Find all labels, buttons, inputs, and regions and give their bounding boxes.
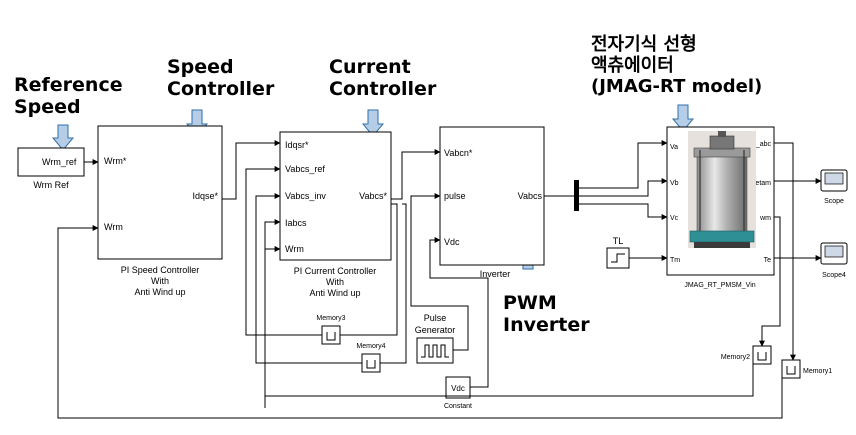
pmsm-in-vb: Vb [670,180,679,187]
speed-ctrl-in-wrm: Wrm [104,222,123,232]
signal-lines [57,140,822,419]
actuator-photo [688,131,756,248]
wire-iabcs [264,219,754,397]
wire-bus-to-vc [579,203,668,220]
current-ctrl-label-3: Anti Wind up [309,288,360,298]
inverter-label: Inverter [480,269,511,279]
pwm-inverter-annotation: PWM Inverter [503,292,590,336]
current-ctrl-label-2: With [326,277,344,287]
current-ctrl-in-idqsr: Idqsr* [285,140,309,150]
block-memory4[interactable]: Memory4 [356,343,386,373]
reference-speed-line-2: Speed [14,96,81,118]
pmsm-in-tm: Tm [670,257,680,264]
memory2-label: Memory2 [721,354,750,361]
current-ctrl-out-vabcs: Vabcs* [359,191,387,201]
speed-ctrl-out-idqse: Idqse* [192,191,218,201]
block-current-controller[interactable]: Idqsr* Vabcs_ref Vabcs_inv Iabcs Wrm Vab… [279,131,392,298]
wire-vabcs-to-memory4 [380,203,407,364]
current-ctrl-in-iabcs: Iabcs [285,218,307,228]
block-pmsm[interactable]: Va Vb Vc Tm is_abc thetam wm Te JMAG_RT_… [666,126,775,289]
block-memory1[interactable]: Memory1 [781,359,832,379]
wire-isabc-out [774,142,796,361]
bus-bar [574,180,579,211]
block-tl[interactable]: TL [606,236,630,269]
current-controller-annotation: Current Controller [329,56,436,100]
speed-controller-line-1: Speed [167,56,234,78]
arrow-current-controller [361,109,385,137]
actuator-line-3: (JMAG-RT model) [591,76,763,97]
block-inverter[interactable]: Vabcn* pulse Vdc Vabcs Inverter [439,126,545,279]
inverter-out-vabcs: Vabcs [518,191,543,201]
block-memory2[interactable]: Memory2 [721,345,772,365]
arrow-actuator [671,104,695,132]
pmsm-label: JMAG_RT_PMSM_Vin [684,282,755,289]
wrm-ref-port: Wrm_ref [42,157,77,167]
block-memory3[interactable]: Memory3 [316,315,346,345]
wire-pulse [410,193,469,351]
constant-value: Vdc [451,384,465,393]
wire-wm-out [759,216,781,347]
wire-memory4 [255,193,362,364]
actuator-annotation: 전자기식 선형 액츄에이터 (JMAG-RT model) [591,34,762,97]
block-pulse-generator[interactable]: Pulse Generator [415,313,456,364]
pwm-inverter-line-2: Inverter [503,314,590,336]
pmsm-out-wm: wm [759,215,771,222]
block-speed-controller[interactable]: Wrm* Wrm Idqse* PI Speed Controller With… [97,125,223,297]
memory4-label: Memory4 [356,343,385,350]
current-ctrl-in-vabcs-ref: Vabcs_ref [285,164,325,174]
scope4-label: Scope4 [822,272,846,279]
block-scope4[interactable]: Scope4 [820,242,848,279]
actuator-line-2: 액츄에이터 [591,55,674,76]
wire-idqse-to-current [222,140,281,200]
current-ctrl-in-wrm: Wrm [285,244,304,254]
speed-ctrl-label-1: PI Speed Controller [121,265,200,275]
speed-ctrl-label-3: Anti Wind up [134,287,185,297]
block-wrm-ref[interactable]: Wrm_ref Wrm Ref [17,147,85,190]
actuator-line-1: 전자기식 선형 [591,34,697,55]
pmsm-in-vc: Vc [670,215,679,222]
speed-controller-line-2: Controller [167,78,275,100]
wire-bus-to-vb [579,178,668,197]
wrm-ref-label: Wrm Ref [33,180,69,190]
tl-label: TL [613,236,624,246]
pmsm-out-te: Te [764,257,772,264]
reference-speed-line-1: Reference [14,74,123,96]
inverter-in-pulse: pulse [444,191,466,201]
speed-ctrl-label-2: With [151,276,169,286]
speed-controller-annotation: Speed Controller [167,56,274,100]
wire-memory3 [245,166,322,336]
pulse-gen-label-2: Generator [415,325,456,335]
pmsm-out-is-abc: is_abc [751,141,772,148]
wire-vdc [429,237,489,388]
speed-ctrl-in-wrm-star: Wrm* [104,156,127,166]
constant-label: Constant [444,403,472,410]
current-controller-line-1: Current [329,56,411,78]
inverter-in-vabcn: Vabcn* [444,148,473,158]
reference-speed-annotation: Reference Speed [14,74,123,118]
memory1-label: Memory1 [803,368,832,375]
pmsm-in-va: Va [670,144,678,151]
current-ctrl-in-vabcs-inv: Vabcs_inv [285,191,326,201]
current-controller-line-2: Controller [329,78,437,100]
current-ctrl-label-1: PI Current Controller [294,266,377,276]
pwm-inverter-line-1: PWM [503,292,557,314]
scope-label: Scope [824,198,844,205]
arrow-reference-speed [51,124,75,151]
pulse-gen-label-1: Pulse [424,313,447,323]
block-constant[interactable]: Vdc Constant [444,376,472,410]
wire-vabcs-to-inverter [391,149,441,200]
block-scope[interactable]: Scope [820,169,848,205]
memory3-label: Memory3 [316,315,345,322]
pmsm-out-thetam: thetam [750,180,772,187]
wire-bus-to-va [579,140,668,189]
wire-vabcs-to-memory3 [340,203,398,336]
wire-speed-feedback [57,225,783,419]
inverter-in-vdc: Vdc [444,237,460,247]
